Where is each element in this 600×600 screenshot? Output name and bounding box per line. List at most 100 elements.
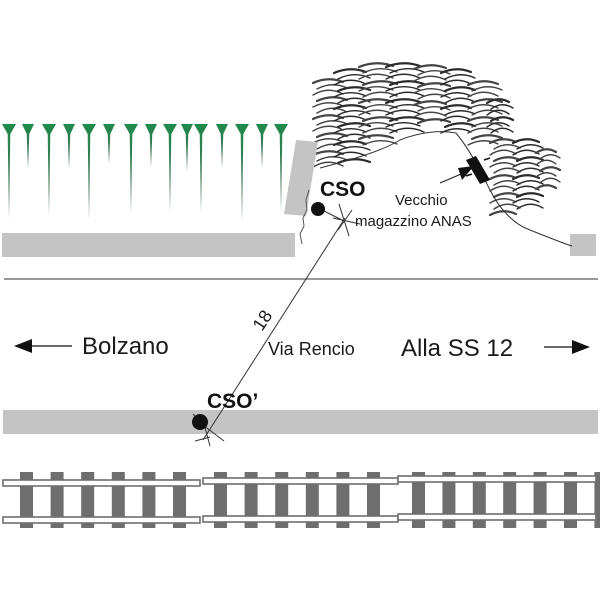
rail [202, 515, 399, 523]
wall-slab [284, 140, 318, 216]
rail-sleeper [214, 472, 227, 528]
rock-hatch [311, 114, 345, 121]
rock-hatch [512, 198, 540, 204]
rock-hatch [337, 146, 371, 152]
slope-outline [319, 131, 573, 247]
rock-hatch [466, 80, 500, 87]
rock-hatch [489, 162, 517, 168]
arrow-right-icon [544, 340, 590, 354]
rock-hatch [486, 109, 510, 116]
rock-hatch [535, 159, 557, 166]
rock-hatch [332, 68, 368, 75]
rock-hatch [492, 156, 522, 163]
rock-hatch [444, 97, 476, 104]
rock-hatch [443, 86, 477, 93]
vegetation-row [2, 124, 288, 222]
rock-hatch [511, 138, 541, 145]
rock-hatch [485, 98, 511, 105]
rock-hatch [389, 104, 425, 110]
tree-icon [42, 124, 56, 216]
rock-hatch [512, 162, 540, 168]
rail [202, 477, 399, 485]
rock-hatch [489, 116, 515, 123]
rock-hatch [416, 82, 452, 89]
rock-hatch [493, 203, 521, 210]
rail-sleeper [275, 472, 289, 528]
rock-hatch [417, 106, 451, 112]
road-end-block [570, 234, 596, 256]
rock-hatch [316, 84, 348, 90]
rock-hatch [316, 120, 348, 126]
rock-hatch [492, 192, 522, 199]
arrow-left-icon [14, 339, 72, 353]
rail [397, 475, 597, 483]
rock-hatch [444, 110, 476, 116]
rocky-slope [311, 62, 562, 217]
rock-hatch [516, 144, 544, 150]
rock-hatch [315, 96, 349, 103]
rock-hatch [388, 80, 426, 87]
rail-sleeper [336, 472, 350, 528]
warehouse-pointer-arrow [439, 166, 474, 184]
rail-sleeper [367, 472, 380, 528]
rock-hatch [337, 74, 371, 80]
railway-track [2, 472, 600, 528]
rail-sleeper [244, 472, 258, 528]
rock-hatch [440, 92, 472, 98]
tree-icon [124, 124, 138, 214]
rock-hatch [488, 138, 518, 145]
tree-icon [63, 124, 75, 169]
rock-hatch [440, 128, 472, 134]
wall-edge-line [299, 189, 310, 245]
cso-label: CSO [320, 178, 366, 201]
rock-hatch [336, 86, 372, 93]
rock-hatch [439, 68, 473, 75]
rock-hatch [488, 174, 518, 181]
rock-hatch [471, 122, 503, 128]
rail [2, 516, 201, 524]
rock-hatch [534, 148, 558, 155]
rock-hatch [413, 111, 447, 118]
warehouse-label-line2: magazzino ANAS [355, 213, 472, 230]
tree-icon [2, 124, 16, 219]
rock-hatch [470, 134, 504, 141]
cso-marker-asterisk [332, 203, 361, 237]
rock-hatch [333, 115, 367, 122]
rock-hatch [467, 91, 499, 98]
cso-prime-point[interactable] [192, 414, 208, 430]
rock-hatch [333, 151, 367, 158]
rock-hatch [493, 167, 521, 174]
rock-hatch [332, 104, 368, 111]
rock-hatch [470, 98, 504, 105]
rail [2, 479, 201, 487]
rock-hatch [312, 161, 344, 168]
rock-hatch [385, 122, 421, 128]
rock-hatch [493, 180, 521, 186]
rock-hatch [337, 110, 371, 116]
via-rencio-line [202, 217, 346, 441]
rock-hatch [389, 127, 425, 134]
rock-hatch [489, 149, 517, 156]
rock-hatch [312, 125, 344, 132]
upper-road-left [2, 233, 295, 257]
rock-hatch [384, 62, 422, 69]
rock-hatch [417, 93, 451, 100]
rock-hatch [385, 109, 421, 116]
tree-icon [256, 124, 268, 168]
rock-hatch [516, 203, 544, 210]
rail [397, 513, 597, 521]
tree-icon [22, 124, 34, 169]
rock-hatch [333, 79, 367, 86]
rock-hatch [490, 104, 514, 110]
rock-hatch [413, 88, 447, 94]
rock-hatch [539, 177, 561, 184]
cso-point[interactable] [311, 202, 325, 216]
rock-hatch [467, 127, 499, 134]
rock-hatch [333, 92, 367, 98]
cso-prime-label: CSO’ [207, 390, 258, 413]
rock-hatch [384, 98, 422, 105]
warehouse-marker [465, 156, 491, 184]
rock-hatch [316, 156, 348, 162]
rail-sleeper [594, 472, 600, 528]
